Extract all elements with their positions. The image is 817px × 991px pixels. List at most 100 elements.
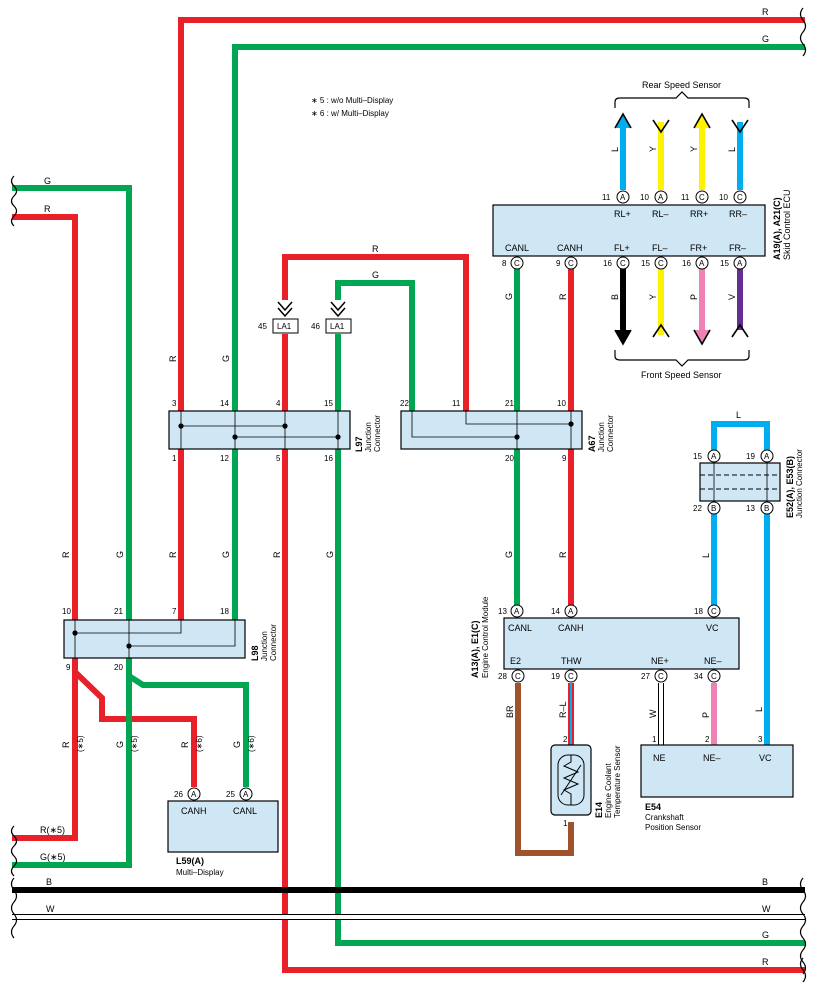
la1-label-46: LA1 — [330, 322, 345, 331]
label-s6-red: (∗6) — [195, 735, 204, 752]
skid-ecu-bottom-pin-canh: C9 — [556, 256, 578, 270]
e54-name1: Crankshaft — [645, 813, 684, 822]
a67-pin-11: 11 — [452, 399, 461, 408]
label-g-l97-12: G — [221, 551, 231, 558]
skid-ecu-label-fl-plus: FL+ — [614, 243, 630, 253]
l59-multi-display: A26 A25 CANH CANL L59(A) Multi–Display — [167, 787, 279, 877]
l98-pin-18: 18 — [220, 607, 229, 616]
label-g-ecm-canl: G — [504, 551, 514, 558]
svg-text:10: 10 — [640, 193, 649, 202]
svg-text:C: C — [568, 672, 574, 681]
ecm-label-thw: THW — [561, 656, 582, 666]
ecm-label-vc: VC — [706, 623, 719, 633]
rear-speed-sensor-bracket — [614, 91, 750, 108]
break-right-bottom — [799, 957, 807, 983]
label-rl: R–L — [558, 701, 568, 718]
la1-pin-46: 46 — [311, 322, 320, 331]
label-g-ecu-canl: G — [504, 293, 514, 300]
break-marks — [10, 7, 807, 983]
svg-text:B: B — [764, 504, 769, 513]
svg-text:22: 22 — [693, 504, 702, 513]
break-right-bus — [799, 877, 807, 975]
arrow-up-rl-plus — [614, 112, 632, 129]
label-r-left: R — [44, 204, 51, 214]
skid-ecu-bottom-pin-canl: C8 — [502, 256, 524, 270]
label-s5-green: (∗5) — [130, 735, 139, 752]
l98-pin-20: 20 — [114, 663, 123, 672]
wire-green-la1-loop — [335, 280, 415, 411]
svg-text:C: C — [568, 259, 574, 268]
note-5: ∗ 5 : w/o Multi–Display — [311, 96, 393, 105]
ecm-code: A13(A), E1(C) — [470, 620, 480, 678]
la1-pin-45: 45 — [258, 322, 267, 331]
svg-text:16: 16 — [682, 259, 691, 268]
l59-label-canh: CANH — [181, 806, 207, 816]
ecm-pin-thw: C 19 — [551, 669, 578, 683]
label-r-l97-3: R — [168, 355, 178, 362]
label-l-loop: L — [736, 410, 741, 420]
svg-text:A: A — [514, 607, 520, 616]
label-g-left: G — [44, 176, 51, 186]
label-y-rl: Y — [648, 146, 658, 152]
wire-green-bottom — [335, 449, 805, 946]
l97-pin-14: 14 — [220, 399, 229, 408]
svg-text:C: C — [699, 193, 705, 202]
label-r-ecm-canh: R — [558, 551, 568, 558]
ecm-name: Engine Control Module — [481, 596, 490, 678]
e54-label-ne-minus: NE– — [703, 753, 721, 763]
svg-text:C: C — [515, 672, 521, 681]
label-r-l97-1: R — [168, 551, 178, 558]
svg-text:19: 19 — [551, 672, 560, 681]
l59-name: Multi–Display — [176, 868, 224, 877]
a67-code: A67 — [587, 435, 597, 452]
skid-ecu-label-fl-minus: FL– — [652, 243, 668, 253]
svg-text:A: A — [568, 607, 574, 616]
e52-box — [699, 462, 781, 502]
a67-pin-20: 20 — [505, 454, 514, 463]
e14-coolant-temp-sensor: 2 1 E14 Engine Coolant Temperature Senso… — [550, 735, 622, 828]
svg-text:13: 13 — [746, 504, 755, 513]
a67-name2: Connector — [606, 415, 615, 452]
skid-ecu-top-pin-rl-plus: A11 — [602, 190, 630, 204]
la1-chevron-46 — [330, 301, 346, 318]
arrow-up-fr-minus — [731, 323, 749, 338]
svg-text:9: 9 — [556, 259, 561, 268]
svg-text:A: A — [711, 452, 717, 461]
label-y-fl: Y — [648, 294, 658, 300]
a67-internal — [411, 411, 572, 449]
label-p-ne: P — [701, 712, 711, 718]
l97-name1: Junction — [364, 422, 373, 452]
break-left-top — [10, 175, 18, 227]
l97-pin-1: 1 — [172, 454, 177, 463]
label-l-rl: L — [610, 147, 620, 152]
svg-text:26: 26 — [174, 790, 183, 799]
l97-junction-connector: 3 14 4 15 1 12 5 16 L97 Junction Connect… — [168, 399, 382, 463]
svg-text:19: 19 — [746, 452, 755, 461]
la1-chevron-45 — [277, 301, 293, 318]
label-r-ecu-canh: R — [558, 293, 568, 300]
label-s6-green: (∗6) — [247, 735, 256, 752]
break-right-top — [799, 7, 807, 57]
svg-text:C: C — [737, 193, 743, 202]
svg-text:10: 10 — [719, 193, 728, 202]
label-g-bottom: G — [762, 930, 769, 940]
skid-ecu-box — [492, 204, 766, 257]
l97-pin-4: 4 — [276, 399, 281, 408]
e52-pin-15: A15 — [693, 449, 721, 463]
label-w-right: W — [762, 904, 771, 914]
wire-red-bottom — [282, 449, 805, 973]
skid-ecu-label-canh: CANH — [557, 243, 583, 253]
wire-green-l98-left — [12, 658, 132, 868]
svg-text:A: A — [699, 259, 705, 268]
svg-text:C: C — [711, 672, 717, 681]
e14-name2: Temperature Sensor — [613, 745, 622, 818]
svg-text:13: 13 — [498, 607, 507, 616]
ecm-pin-canl: A 13 — [498, 604, 524, 618]
l98-name1: Junction — [260, 631, 269, 661]
label-r-l98-10: R — [61, 551, 71, 558]
arrow-down-fl-plus — [614, 329, 632, 346]
skid-ecu-label-rl-plus: RL+ — [614, 209, 631, 219]
skid-control-ecu: Rear Speed Sensor Rear Speed Sensor Fron… — [492, 80, 792, 380]
e52-code: E52(A), E53(B) — [785, 456, 795, 518]
